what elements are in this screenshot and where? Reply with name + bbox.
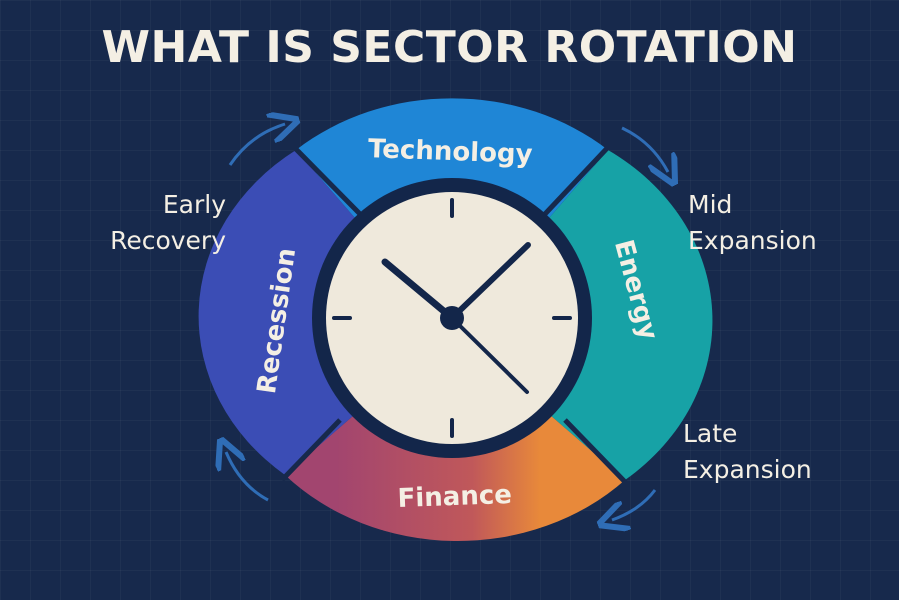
cycle-arrow-icon (228, 124, 285, 166)
phase-late-expansion: Late Expansion (683, 416, 812, 488)
cycle-arrow-icon (621, 126, 668, 172)
phase-label-line: Early (162, 190, 226, 219)
label-technology: Technology (368, 134, 534, 170)
phase-label-line: Mid (688, 190, 733, 219)
page-title: WHAT IS SECTOR ROTATION (101, 22, 798, 73)
phase-label-line: Expansion (688, 226, 817, 255)
cycle-arrow-icon (612, 489, 657, 520)
phase-label-line: Expansion (683, 455, 812, 484)
phase-label-line: Late (683, 419, 738, 448)
phase-mid-expansion: Mid Expansion (688, 187, 817, 259)
cycle-arrow-icon (226, 452, 269, 502)
phase-label-line: Recovery (110, 226, 226, 255)
phase-early-recovery: Early Recovery (110, 187, 226, 259)
label-finance: Finance (397, 480, 512, 514)
segment-dividers (280, 141, 630, 487)
clock-icon (312, 178, 592, 458)
